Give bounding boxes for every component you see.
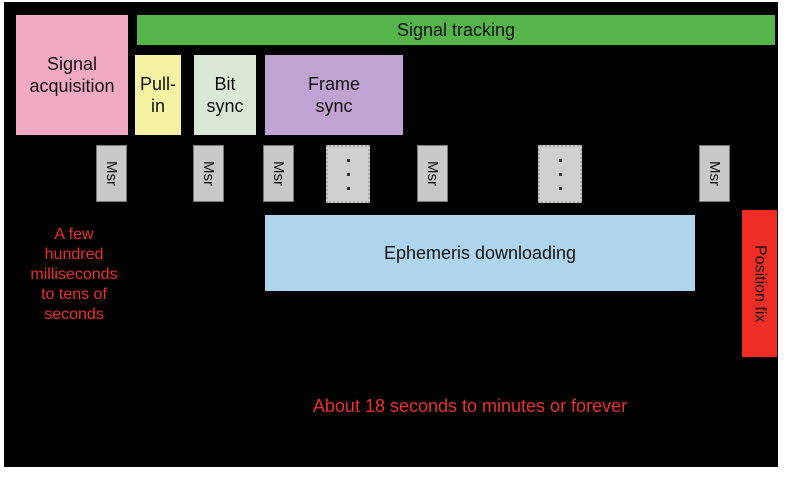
ephemeris-downloading-label: Ephemeris downloading xyxy=(383,243,577,263)
position-fix-label: Position fix xyxy=(751,244,769,323)
vertical-ellipsis-icon xyxy=(346,172,350,176)
measurement-box: Msr xyxy=(96,145,127,202)
signal-acquisition-box: Signal acquisition xyxy=(14,13,130,137)
measurement-label: Msr xyxy=(270,161,287,186)
frame-sync-label: Frame sync xyxy=(307,74,360,116)
measurement-label: Msr xyxy=(424,161,441,186)
bit-sync-label: Bit sync xyxy=(206,74,244,116)
ephemeris-downloading-box: Ephemeris downloading xyxy=(263,213,697,293)
vertical-ellipsis-icon xyxy=(558,186,562,190)
acquisition-time-annotation: A few hundred milliseconds to tens of se… xyxy=(30,226,118,323)
signal-tracking-label: Signal tracking xyxy=(396,20,516,40)
measurement-box: Msr xyxy=(263,145,294,202)
ellipsis-box xyxy=(326,145,370,203)
signal-acquisition-label: Signal acquisition xyxy=(29,54,115,96)
measurement-box: Msr xyxy=(417,145,448,202)
pull-in-label: Pull- in xyxy=(139,74,176,116)
vertical-ellipsis-icon xyxy=(558,158,562,162)
ellipsis-box xyxy=(538,145,582,203)
position-fix-box: Position fix xyxy=(742,210,777,357)
vertical-ellipsis-icon xyxy=(558,172,562,176)
pull-in-box: Pull- in xyxy=(133,53,183,137)
frame-sync-box: Frame sync xyxy=(263,53,405,137)
vertical-ellipsis-icon xyxy=(346,158,350,162)
measurement-box: Msr xyxy=(193,145,224,202)
measurement-box: Msr xyxy=(699,145,730,202)
tracking-time-annotation: About 18 seconds to minutes or forever xyxy=(312,396,628,416)
bit-sync-box: Bit sync xyxy=(192,53,258,137)
measurement-label: Msr xyxy=(103,161,120,186)
measurement-label: Msr xyxy=(200,161,217,186)
signal-tracking-bar: Signal tracking xyxy=(135,13,777,47)
vertical-ellipsis-icon xyxy=(346,186,350,190)
measurement-label: Msr xyxy=(706,161,723,186)
